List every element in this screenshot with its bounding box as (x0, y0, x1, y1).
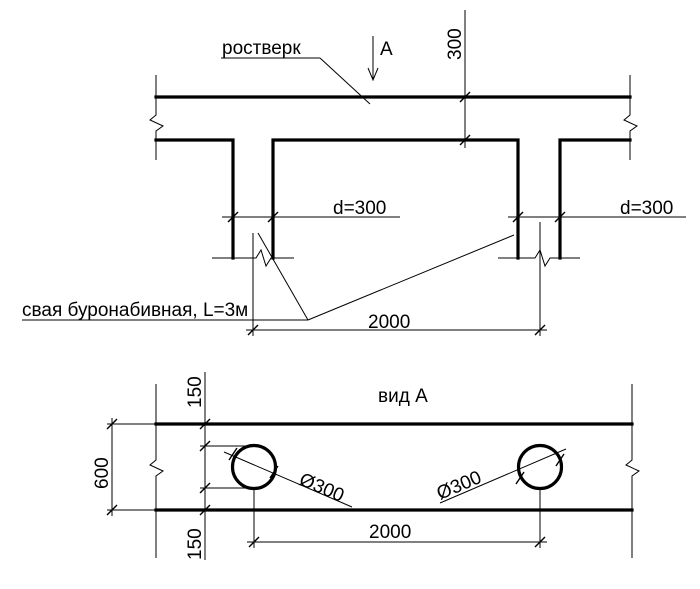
circle-right-tick-1 (515, 471, 525, 485)
plan-break-left (149, 384, 164, 558)
dim-pile-right-tick-1 (512, 211, 524, 223)
view-title: вид А (378, 386, 428, 407)
grillage-bottom-middle (271, 138, 520, 260)
circle-right-text: Ø300 (434, 467, 485, 504)
dim-chain-tick-4 (199, 504, 211, 516)
pile-leader-line-right (307, 234, 515, 321)
dim-spacing-text: 2000 (368, 312, 410, 333)
dim-pile-right-tick-2 (554, 211, 566, 223)
view-arrow-head (367, 67, 379, 82)
pile-circle-left (230, 443, 278, 491)
dim-spacing-tick-right (534, 324, 546, 336)
dim-width-text: 600 (92, 457, 113, 489)
section-view: А ростверк 300 d=300 d=300 свая буронаби… (22, 10, 686, 336)
dim-height-tick-bottom (459, 134, 471, 146)
circle-right-tick-2 (555, 453, 565, 467)
dim-pile-left-text: d=300 (333, 198, 386, 219)
break-line-right (623, 75, 638, 160)
dim-pile-right-text: d=300 (620, 198, 673, 219)
dim-width-tick-top (106, 418, 118, 430)
dim-plan-text: 2000 (369, 522, 411, 543)
grillage-bottom-left (154, 138, 235, 260)
dim-chain-tick-1 (199, 440, 211, 452)
break-line-left (149, 75, 164, 160)
dim-plan-tick-right (534, 536, 546, 548)
dim-pile-left-tick-2 (267, 211, 279, 223)
pile-label: свая буронабивная, L=3м (22, 300, 248, 321)
plan-view: вид А Ø300 Ø300 150 150 (92, 372, 640, 560)
circle-left-tick-2 (269, 465, 279, 479)
dim-plan-tick-left (248, 536, 260, 548)
view-arrow-label: А (380, 39, 393, 60)
dim-height-text: 300 (445, 28, 466, 60)
pile-break-left (212, 248, 294, 268)
grillage-label: ростверк (222, 38, 301, 59)
circle-left-tick-1 (228, 447, 238, 461)
dim-height-tick-top (459, 91, 471, 103)
dim-edge-bottom-text: 150 (185, 528, 206, 560)
grillage-bottom-right (558, 138, 632, 260)
pile-leader-line-left (257, 232, 309, 321)
dim-chain-tick-2 (199, 482, 211, 494)
grillage-leader-line (319, 57, 371, 105)
pile-break-right (498, 248, 580, 268)
dim-pile-left-tick-1 (227, 211, 239, 223)
circle-right-dim-line (439, 448, 567, 504)
dim-spacing-tick-left (247, 324, 259, 336)
dim-chain-tick-3 (199, 418, 211, 430)
dim-width-tick-bottom (106, 504, 118, 516)
plan-break-right (625, 384, 640, 558)
dim-edge-top-text: 150 (185, 376, 206, 408)
circle-left-dim-line (223, 451, 353, 508)
circle-left-text: Ø300 (296, 469, 347, 506)
